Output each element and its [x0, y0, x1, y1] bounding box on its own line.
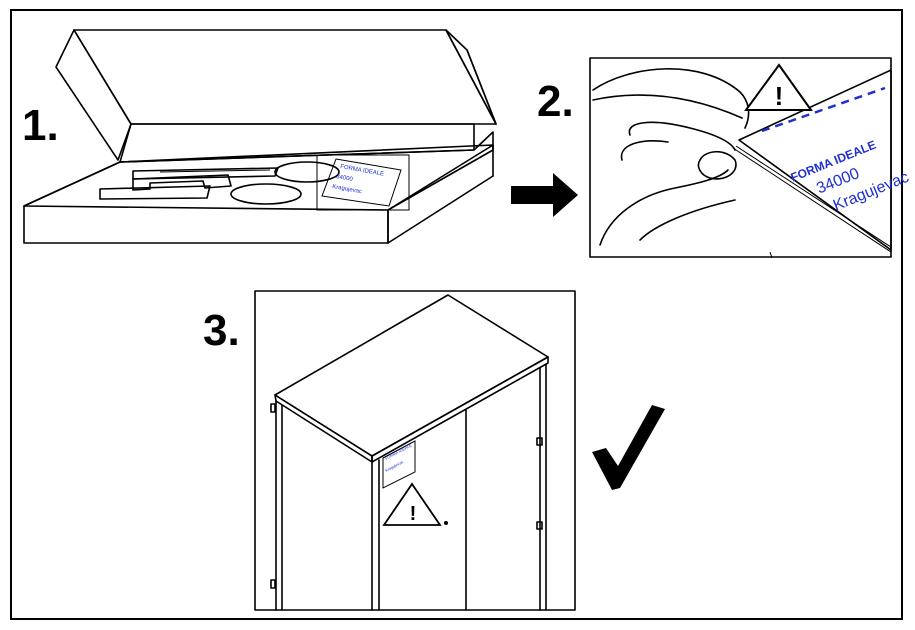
step-3-number: 3.	[203, 306, 240, 355]
right-arrow-icon	[511, 173, 578, 217]
warning-symbol: !	[775, 81, 784, 111]
instruction-frame	[10, 9, 903, 620]
cabinet-label-city: Kragujevac	[384, 459, 404, 473]
cabinet-warning-triangle-icon: !	[382, 482, 442, 526]
open-box-illustration: FORMA IDEALE 34000 Kragujevac	[23, 29, 497, 244]
peel-label-illustration: FORMA IDEALE 34000 Kragujevac !	[589, 57, 911, 259]
step-1-number: 1.	[22, 101, 59, 150]
check-mark-icon	[592, 405, 665, 490]
box-label-city: Kragujevac	[332, 184, 363, 195]
box-label-postcode: 34000	[336, 174, 354, 183]
cabinet-label-brand: FORMA IDEALE	[384, 442, 413, 460]
step-2-number: 2.	[537, 77, 574, 126]
cabinet-illustration: FORMA IDEALE Kragujevac !	[254, 290, 576, 611]
cabinet-warning-symbol: !	[410, 503, 417, 525]
warning-triangle-icon: !	[744, 63, 813, 111]
